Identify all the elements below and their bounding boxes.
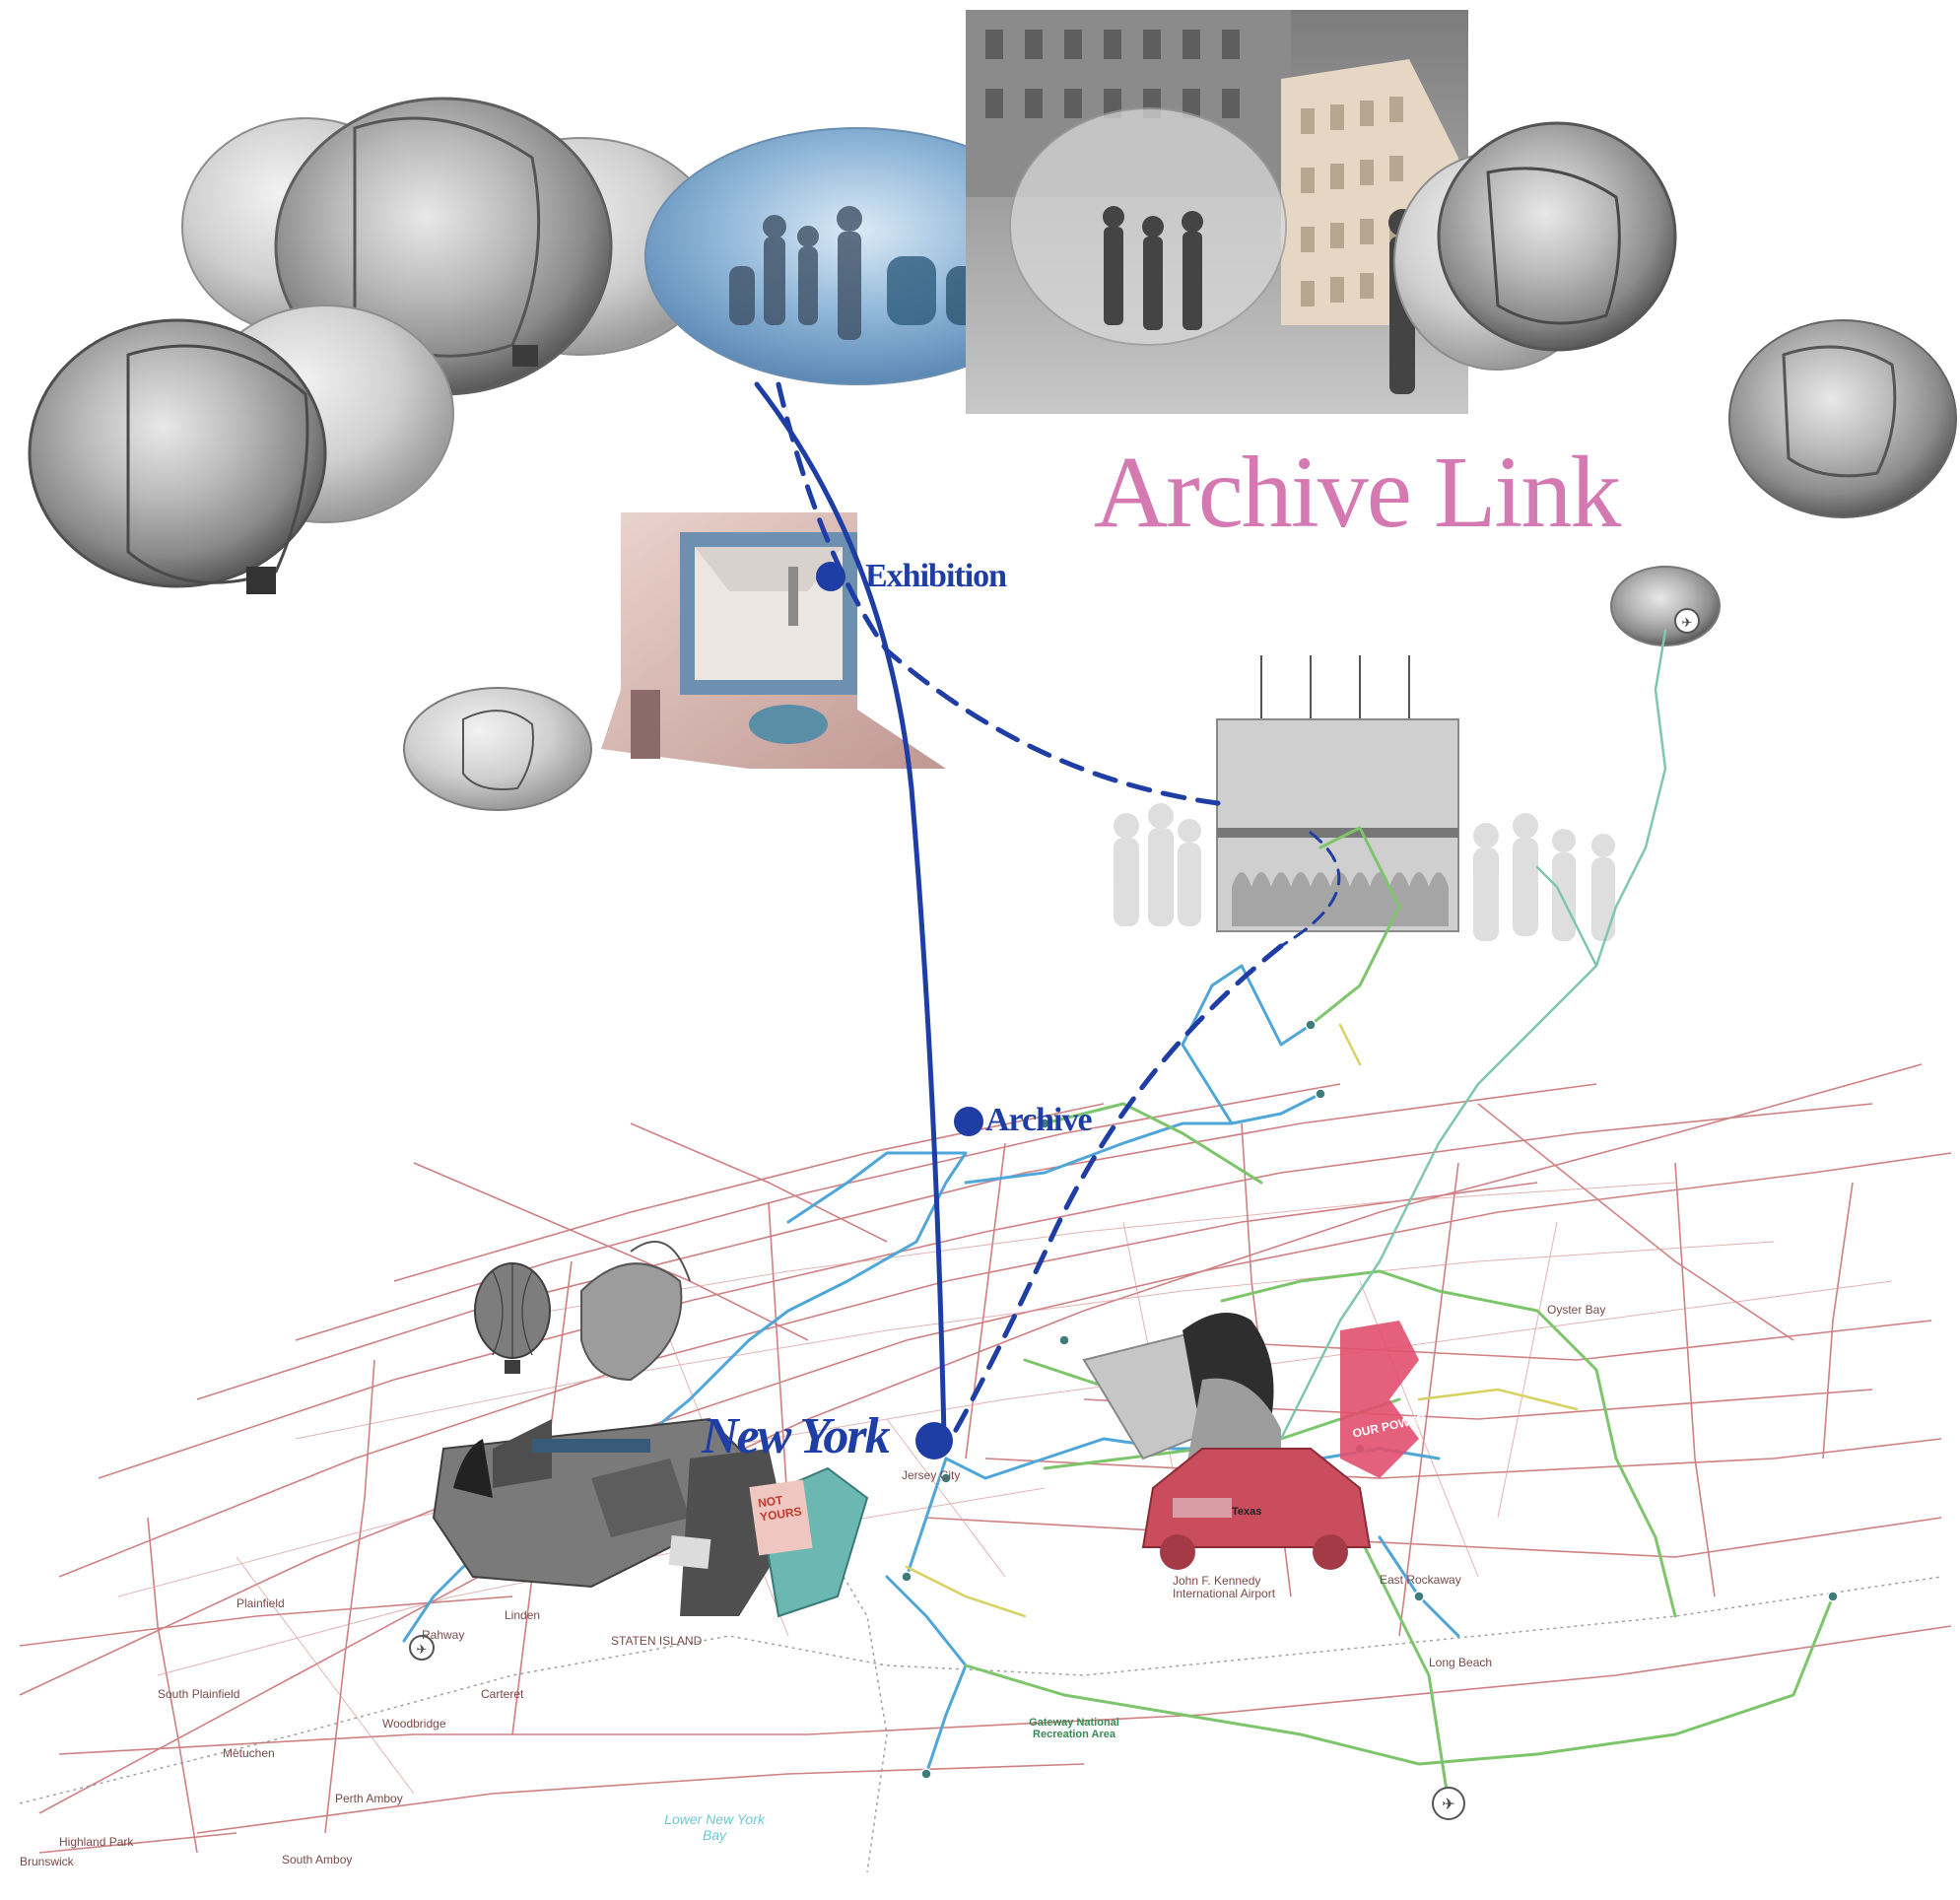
map-label-plainfield: Plainfield: [237, 1596, 285, 1610]
map-label-linden: Linden: [505, 1608, 541, 1622]
dashed-link-exhibition: [776, 381, 1221, 806]
exhibition-room: [601, 512, 946, 769]
airport-icon: [1674, 608, 1700, 634]
metro-blue-lines: [402, 964, 1460, 1776]
dashed-link-archive: [948, 943, 1284, 1442]
metro-stations: [901, 1019, 1839, 1780]
plane-icon: ✈: [417, 1643, 428, 1658]
queens-collage: [1082, 1313, 1419, 1570]
map-roads-fine: [117, 1182, 1893, 1795]
metro-green-lines: [964, 826, 1835, 1805]
metro-yellow-lines: [905, 1023, 1579, 1618]
plane-icon: ✈: [1442, 1795, 1454, 1813]
plane-icon: ✈: [1682, 616, 1693, 631]
map-label-carteret: Carteret: [481, 1687, 524, 1701]
new-york-node: [915, 1422, 953, 1459]
map-label-long-beach: Long Beach: [1429, 1656, 1493, 1669]
bubble-cluster-right: [403, 121, 1957, 811]
map-label-south-plainfield: South Plainfield: [158, 1687, 240, 1701]
coastline: [19, 1517, 1942, 1873]
map-label-east-rockaway: East Rockaway: [1380, 1573, 1461, 1587]
archive-label: Archive: [985, 1102, 1093, 1138]
map-label-perth-amboy: Perth Amboy: [335, 1792, 403, 1805]
map-label-jfk: John F. Kennedy International Airport: [1173, 1574, 1276, 1600]
map-label-gateway: Gateway National Recreation Area: [1029, 1717, 1119, 1740]
newark-collage: [432, 1241, 869, 1618]
map-label-woodbridge: Woodbridge: [382, 1717, 446, 1730]
archive-links: [754, 381, 1341, 1442]
map-label-highland-park: Highland Park: [59, 1835, 134, 1849]
map-label-south-amboy: South Amboy: [282, 1853, 353, 1866]
link-nodes: [816, 562, 983, 1459]
airport-icons: [409, 608, 1700, 1820]
dashed-link-market: [1279, 831, 1341, 948]
map-label-jersey-city: Jersey City: [902, 1468, 961, 1482]
exhibition-node: [816, 562, 845, 591]
license-plate-text: Texas: [1232, 1506, 1262, 1518]
metro-trail-teal: [1279, 629, 1667, 1441]
archive-node: [954, 1107, 983, 1136]
map-label-lower-ny-bay: Lower New York Bay: [664, 1811, 765, 1843]
map-label-brunswick: Brunswick: [20, 1855, 74, 1868]
map-label-oyster-bay: Oyster Bay: [1547, 1303, 1606, 1317]
street-photo: [966, 10, 1468, 414]
map-roads: [19, 1063, 1952, 1854]
airport-icon: [1432, 1787, 1465, 1820]
page-title: Archive Link: [1094, 436, 1621, 549]
map-label-staten-island: STATEN ISLAND: [611, 1634, 703, 1648]
crowd-bubble: [644, 127, 1070, 385]
solid-link: [754, 381, 947, 1440]
new-york-label: New York: [702, 1408, 891, 1464]
market-installation: [1114, 655, 1615, 941]
map-label-metuchen: Metuchen: [223, 1746, 275, 1760]
map-label-rahway: Rahway: [422, 1628, 465, 1642]
airport-icon: [409, 1635, 435, 1661]
bubble-cluster-left: [28, 97, 720, 594]
exhibition-label: Exhibition: [865, 558, 1007, 594]
